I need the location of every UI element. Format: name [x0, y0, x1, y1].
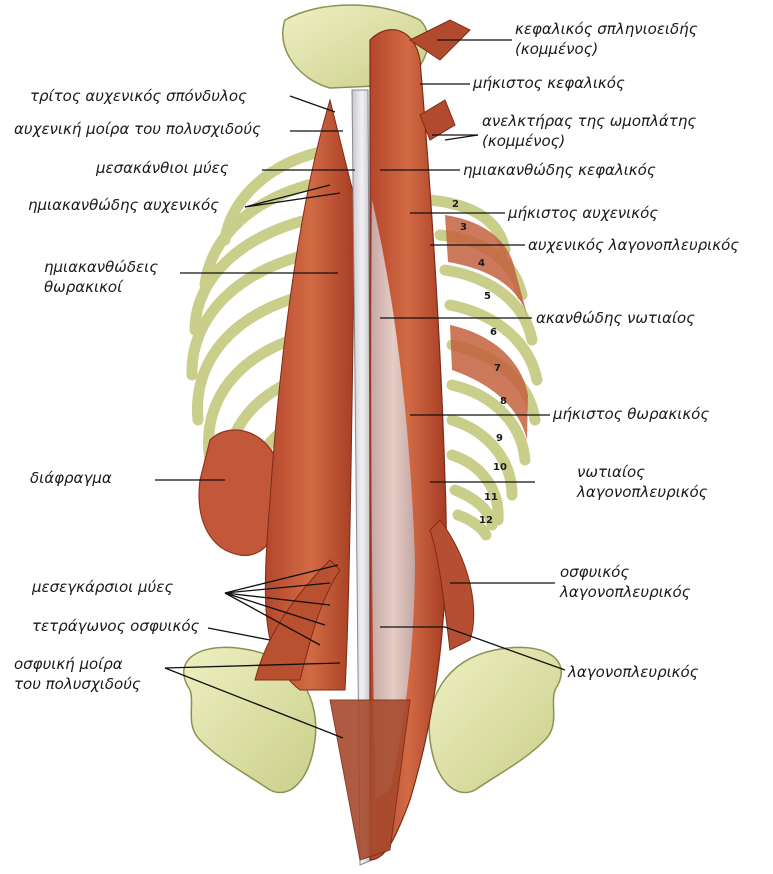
rib-number-6: 6 [490, 327, 497, 338]
rib-number-10: 10 [493, 462, 507, 473]
rib-number-9: 9 [496, 433, 503, 444]
label-interspinales: μεσακάνθιοι μύες [96, 159, 229, 177]
label-splenius-capitis-line1: κεφαλικός σπληνιοειδής [515, 20, 698, 38]
label-diaphragm: διάφραγμα [30, 469, 112, 487]
label-iliocostalis-thoracis-line1: νωτιαίος [577, 463, 645, 481]
erector-right [369, 19, 475, 861]
label-iliocostalis-cervicis: αυχενικός λαγονοπλευρικός [528, 236, 740, 254]
label-semispinalis-cervicis: ημιακανθώδης αυχενικός [28, 196, 219, 214]
rib-numbers: 2 3 4 5 6 7 8 9 10 11 12 [452, 199, 507, 526]
label-levator-scapulae-line2: (κομμένος) [482, 132, 566, 150]
intercostal-right [445, 215, 528, 440]
rib-number-11: 11 [484, 492, 498, 503]
label-multifidus-cervical: αυχενική μοίρα του πολυσχιδούς [14, 120, 261, 138]
rib-number-7: 7 [494, 363, 501, 374]
rib-number-4: 4 [478, 258, 485, 269]
pelvis-right [428, 646, 562, 794]
rib-number-8: 8 [500, 396, 507, 407]
rib-number-2: 2 [452, 199, 459, 210]
leader-lines [155, 39, 566, 739]
label-splenius-capitis-line2: (κομμένος) [515, 40, 599, 58]
sacrum [329, 699, 411, 861]
erector-left [254, 98, 356, 691]
label-semispinalis-thoracis-line1: ημιακανθώδεις [44, 258, 159, 276]
label-iliocostalis-thoracis-line2: λαγονοπλευρικός [577, 483, 708, 501]
label-iliocostalis: λαγονοπλευρικός [568, 663, 699, 681]
rib-number-5: 5 [484, 291, 491, 302]
label-semispinalis-thoracis-line2: θωρακικοί [44, 278, 123, 296]
label-levator-scapulae-line1: ανελκτήρας της ωμοπλάτης [482, 112, 697, 130]
rib-number-3: 3 [460, 222, 467, 233]
label-third-cervical-vertebra: τρίτος αυχενικός σπόνδυλος [30, 87, 247, 105]
label-iliocostalis-lumborum-line2: λαγονοπλευρικός [560, 583, 691, 601]
label-multifidus-lumbar-line2: του πολυσχιδούς [14, 675, 141, 693]
rib-number-12: 12 [479, 515, 493, 526]
label-quadratus-lumborum: τετράγωνος οσφυικός [32, 617, 200, 635]
label-multifidus-lumbar-line1: οσφυική μοίρα [14, 655, 123, 673]
label-intertransversarii: μεσεγκάρσιοι μύες [32, 578, 174, 596]
label-spinalis: ακανθώδης νωτιαίος [536, 309, 695, 327]
label-iliocostalis-lumborum-line1: οσφυικός [560, 563, 630, 581]
label-longissimus-thoracis: μήκιστος θωρακικός [553, 405, 710, 423]
label-longissimus-capitis: μήκιστος κεφαλικός [473, 74, 625, 92]
label-longissimus-cervicis: μήκιστος αυχενικός [508, 204, 659, 222]
label-semispinalis-capitis: ημιακανθώδης κεφαλικός [463, 161, 656, 179]
pelvis-left [183, 646, 317, 794]
